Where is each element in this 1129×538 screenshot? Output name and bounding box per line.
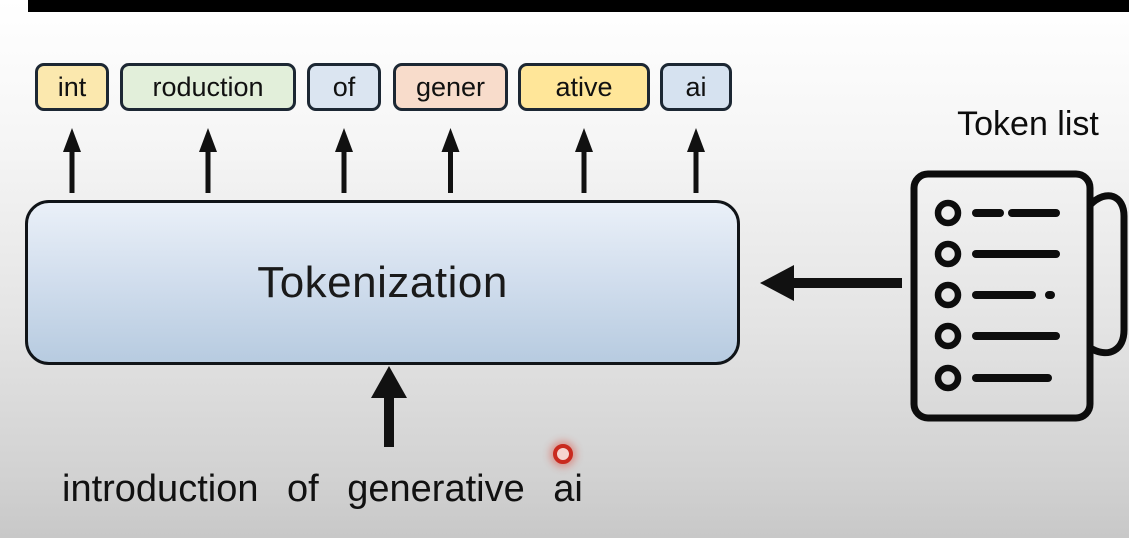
tokenization-box: Tokenization bbox=[25, 200, 740, 365]
input-sentence: introduction of generative ai bbox=[62, 468, 583, 510]
token-box: roduction bbox=[120, 63, 296, 111]
input-up-arrow bbox=[371, 366, 407, 447]
token-list-to-box-arrow bbox=[760, 265, 902, 301]
token-box: ai bbox=[660, 63, 732, 111]
top-black-bar bbox=[28, 0, 1129, 12]
token-up-arrows bbox=[63, 128, 705, 193]
token-box: of bbox=[307, 63, 381, 111]
cursor-highlight-dot bbox=[553, 444, 573, 464]
tokenization-label: Tokenization bbox=[257, 257, 508, 307]
scroll-list-icon bbox=[910, 170, 1128, 422]
token-list-label: Token list bbox=[957, 105, 1099, 143]
token-box: gener bbox=[393, 63, 508, 111]
token-box: ative bbox=[518, 63, 650, 111]
token-box: int bbox=[35, 63, 109, 111]
